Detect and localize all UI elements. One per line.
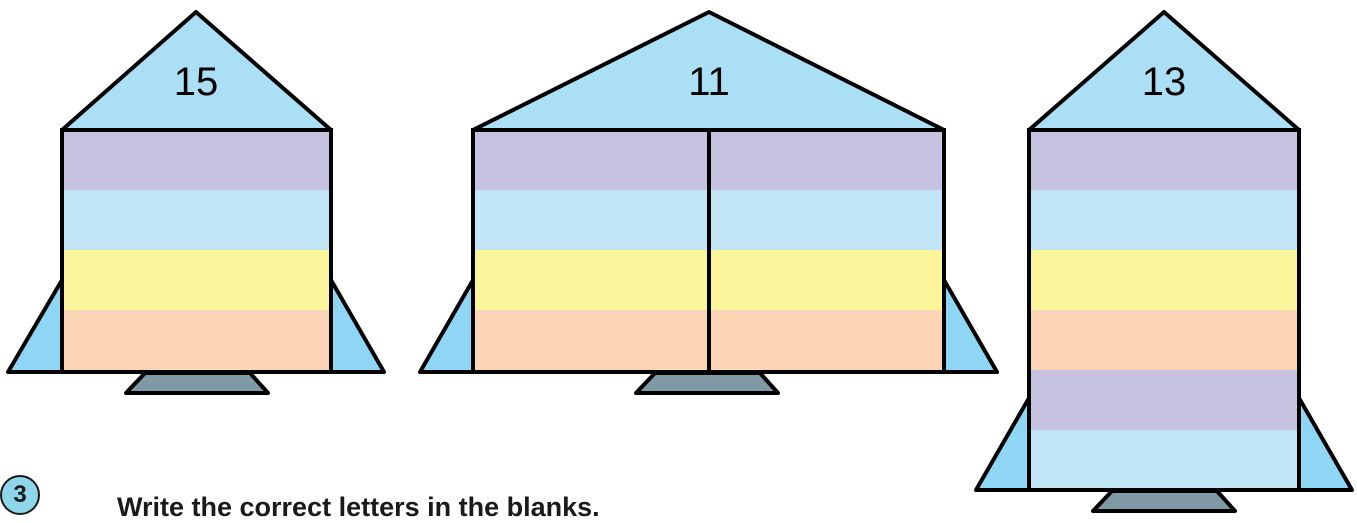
rocket-3-left-fin bbox=[976, 398, 1029, 490]
rocket-1-nozzle bbox=[126, 373, 268, 393]
rocket-3-number: 13 bbox=[1142, 60, 1187, 104]
rocket-1-stripe-2 bbox=[62, 190, 331, 250]
rocket-1-number: 15 bbox=[174, 60, 219, 104]
rocket-3-right-fin bbox=[1299, 398, 1352, 490]
rocket-2-left-fin bbox=[420, 280, 473, 372]
rocket-1-right-fin bbox=[331, 280, 384, 372]
rocket-3: 13 bbox=[976, 12, 1352, 511]
rocket-1: 15 bbox=[8, 12, 384, 393]
rocket-3-stripe-1 bbox=[1029, 130, 1299, 190]
rocket-3-stripe-3 bbox=[1029, 250, 1299, 310]
rocket-3-stripe-4 bbox=[1029, 310, 1299, 370]
instruction-text: Write the correct letters in the blanks. bbox=[117, 492, 600, 523]
rocket-1-stripe-4 bbox=[62, 310, 331, 372]
rocket-2-nozzle bbox=[636, 373, 778, 393]
step-number-badge: 3 bbox=[0, 475, 40, 515]
rocket-2-right-fin bbox=[944, 280, 997, 372]
rocket-2: 11 bbox=[420, 12, 997, 393]
rocket-3-stripe-2 bbox=[1029, 190, 1299, 250]
rocket-3-nozzle bbox=[1093, 491, 1235, 511]
rocket-3-stripe-6 bbox=[1029, 430, 1299, 490]
rocket-1-stripe-1 bbox=[62, 130, 331, 190]
rocket-3-stripe-5 bbox=[1029, 370, 1299, 430]
rocket-1-stripe-3 bbox=[62, 250, 331, 310]
rocket-2-number: 11 bbox=[688, 60, 730, 104]
rocket-1-left-fin bbox=[8, 280, 62, 372]
